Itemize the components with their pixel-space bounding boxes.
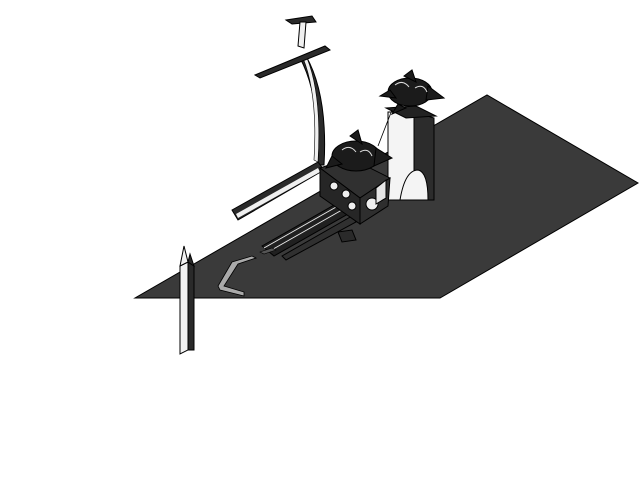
standalone-post: [179, 245, 195, 355]
connecting-line: [377, 109, 393, 147]
plant-top: [378, 69, 446, 116]
loop-handle: [217, 247, 277, 297]
curved-post: [253, 15, 331, 166]
tall-planter: [384, 105, 438, 201]
bench-seat: [261, 195, 363, 261]
plant-center: [325, 129, 394, 172]
center-planter: [318, 157, 391, 225]
